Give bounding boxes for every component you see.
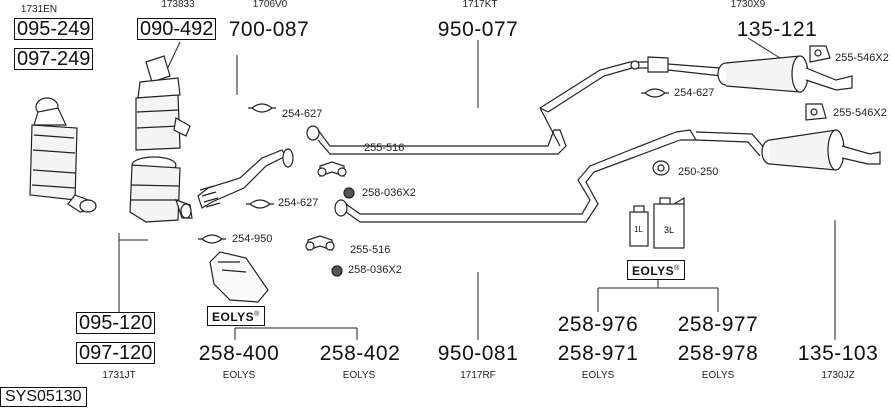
ref-eolys-1: EOLYS <box>222 370 256 381</box>
can-1l-label: 1L <box>634 225 643 234</box>
part-255-516-a[interactable]: 255-516 <box>364 142 405 154</box>
part-135-121[interactable]: 135-121 <box>736 18 818 41</box>
ref-eolys-3: EOLYS <box>581 370 615 381</box>
part-097-249[interactable]: 097-249 <box>14 48 94 70</box>
ref-1717KT: 1717KT <box>462 0 498 10</box>
ref-eolys-2: EOLYS <box>342 370 376 381</box>
leader-lines <box>118 37 836 340</box>
part-255-546X2-a[interactable]: 255-546X2 <box>835 52 889 64</box>
intermediate-pipe-upper <box>306 56 669 155</box>
part-950-081[interactable]: 950-081 <box>437 342 519 365</box>
part-090-492[interactable]: 090-492 <box>137 18 217 40</box>
ref-1731JT: 1731JT <box>102 370 136 381</box>
part-258-976[interactable]: 258-976 <box>557 313 639 336</box>
part-254-627-b[interactable]: 254-627 <box>278 197 319 209</box>
part-258-971[interactable]: 258-971 <box>557 342 639 365</box>
eolys-badge-right: EOLYS® <box>627 260 685 280</box>
particulate-filter <box>129 156 193 223</box>
catalyst-1731EN <box>29 97 97 213</box>
intermediate-pipe-lower <box>334 129 698 223</box>
ref-1731EN: 1731EN <box>20 4 58 15</box>
ref-1706V0: 1706V0 <box>252 0 288 10</box>
rubber-mounts <box>305 45 831 277</box>
part-258-400[interactable]: 258-400 <box>198 342 280 365</box>
part-254-950[interactable]: 254-950 <box>232 233 273 245</box>
part-255-516-b[interactable]: 255-516 <box>350 244 391 256</box>
part-700-087[interactable]: 700-087 <box>228 18 310 41</box>
rear-silencer-upper <box>667 55 853 93</box>
part-950-077[interactable]: 950-077 <box>437 18 519 41</box>
clamps <box>198 88 670 244</box>
part-258-978[interactable]: 258-978 <box>677 342 759 365</box>
front-pipe <box>197 148 294 209</box>
catalyst-173833 <box>135 55 191 151</box>
eolys-badge-left: EOLYS® <box>207 306 265 326</box>
part-097-120[interactable]: 097-120 <box>76 342 156 364</box>
part-254-627-a[interactable]: 254-627 <box>282 108 323 120</box>
rear-silencer-lower <box>695 129 881 171</box>
eolys-pouch <box>209 251 269 303</box>
part-258-402[interactable]: 258-402 <box>319 342 401 365</box>
can-3l-label: 3L <box>664 225 675 235</box>
part-258-036X2-b[interactable]: 258-036X2 <box>348 264 402 276</box>
part-135-103[interactable]: 135-103 <box>797 342 879 365</box>
ref-173833: 173833 <box>161 0 195 10</box>
part-095-249[interactable]: 095-249 <box>14 18 94 40</box>
ref-1730JZ: 1730JZ <box>821 370 855 381</box>
eolys-cans <box>629 196 685 249</box>
part-250-250[interactable]: 250-250 <box>678 166 719 178</box>
ref-eolys-4: EOLYS <box>701 370 735 381</box>
part-258-036X2-a[interactable]: 258-036X2 <box>362 187 416 199</box>
part-255-546X2-b[interactable]: 255-546X2 <box>833 107 887 119</box>
ref-1730X9: 1730X9 <box>730 0 766 10</box>
ref-1717RF: 1717RF <box>460 370 496 381</box>
part-254-627-c[interactable]: 254-627 <box>674 87 715 99</box>
part-258-977[interactable]: 258-977 <box>677 313 759 336</box>
part-095-120[interactable]: 095-120 <box>76 312 156 334</box>
system-code: SYS05130 <box>0 387 87 407</box>
